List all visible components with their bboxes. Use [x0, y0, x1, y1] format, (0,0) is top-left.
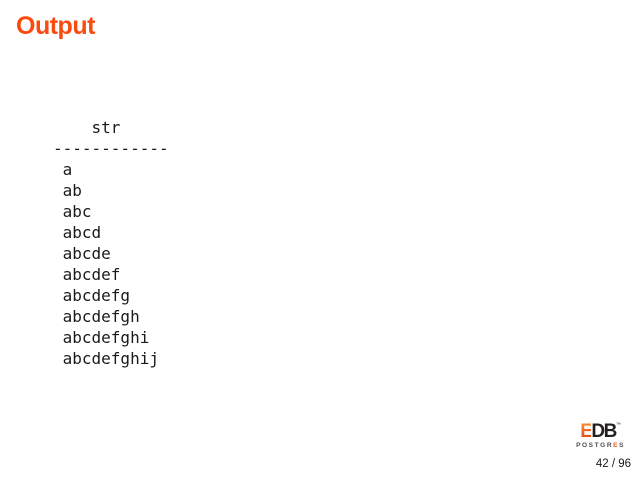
trademark-symbol: ™: [615, 422, 621, 428]
postgres-logo-text: POSTGRES: [576, 442, 625, 450]
output-row: abcde: [53, 244, 111, 263]
output-column-header: str: [53, 118, 121, 137]
postgres-text-part1: POSTGR: [576, 442, 614, 449]
edb-logo-wordmark: EDB™: [576, 422, 625, 441]
output-row: abcd: [53, 223, 102, 242]
output-row: abcdef: [53, 265, 121, 284]
output-row: abc: [53, 202, 92, 221]
edb-logo-letters-db: DB: [591, 421, 617, 442]
postgres-text-orange-e: E: [613, 442, 620, 449]
page-number: 42 / 96: [595, 458, 631, 470]
output-row: abcdefg: [53, 286, 131, 305]
edb-logo-letter-e: E: [580, 421, 593, 442]
query-output-block: str ------------ a ab abc abcd abcde abc…: [53, 117, 169, 369]
output-row: a: [53, 160, 73, 179]
output-row: abcdefghi: [53, 328, 150, 347]
output-row: abcdefghij: [53, 349, 159, 368]
output-row: ab: [53, 181, 82, 200]
edb-postgres-logo: EDB™ POSTGRES: [576, 422, 625, 450]
slide-title: Output: [16, 12, 95, 40]
output-separator: ------------: [53, 139, 169, 158]
postgres-text-part2: S: [619, 442, 625, 449]
output-row: abcdefgh: [53, 307, 140, 326]
